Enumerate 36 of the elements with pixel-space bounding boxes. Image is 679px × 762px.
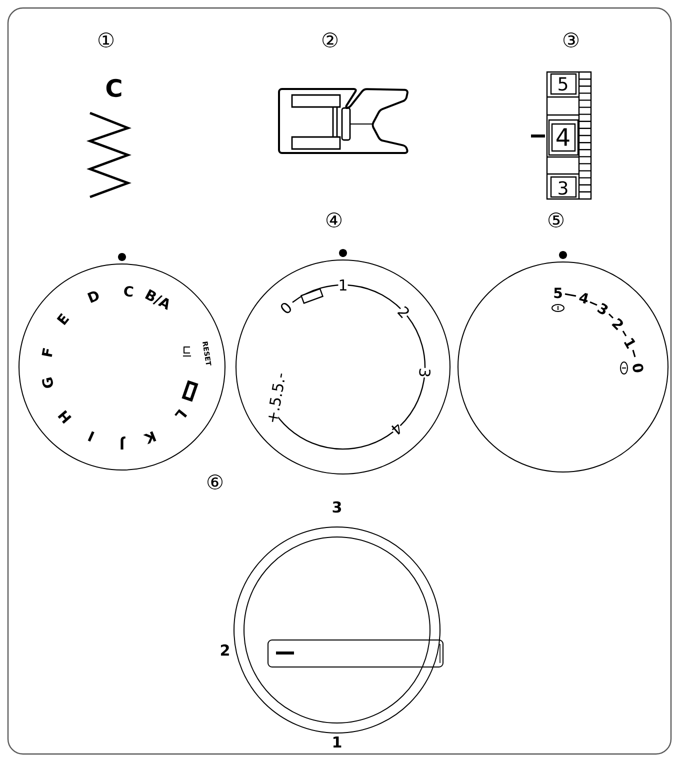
scale-number: 3 <box>557 181 569 195</box>
dial-letter: H <box>56 409 72 425</box>
dial-letter: J <box>119 436 126 450</box>
dial-letter: E <box>56 312 70 326</box>
position-number: 1 <box>332 736 342 748</box>
callout-number: ④ <box>325 212 343 228</box>
dial-letter: C <box>123 286 134 298</box>
callout-number: ② <box>321 32 339 48</box>
dial-number: 3 <box>418 368 431 378</box>
callout-number: ① <box>97 32 115 48</box>
dial-number: 0 <box>278 300 294 316</box>
position-number: 3 <box>332 501 342 513</box>
dial-number: 0 <box>632 362 644 374</box>
dial-letter: D <box>86 290 101 304</box>
dial-number: 2 <box>396 304 412 320</box>
dial-number: 5 <box>553 288 563 298</box>
scale-number: 4 <box>555 128 571 146</box>
position-number: 2 <box>220 644 230 656</box>
dial-number: 1 <box>623 336 637 350</box>
callout-number: ③ <box>562 32 580 48</box>
scale-number: 5 <box>557 77 569 91</box>
dial-number: 2 <box>610 316 626 332</box>
callout-number: ⑤ <box>547 212 565 228</box>
dial-letter: I <box>86 430 96 442</box>
dial-letter: L <box>174 408 188 422</box>
dial-number: 1 <box>338 280 348 290</box>
stitch-letter: C <box>105 78 123 98</box>
dial-letter: G <box>41 376 54 390</box>
dial-number: 4 <box>578 292 590 304</box>
dial-letter: B/A <box>143 288 172 312</box>
dial-letter: K <box>143 430 158 444</box>
dial-number: +.5.5.- <box>266 372 286 424</box>
dial-number: 3 <box>596 302 610 316</box>
dial-number: 4 <box>390 422 404 436</box>
callout-number: ⑥ <box>206 474 224 490</box>
dial-letter: F <box>41 346 54 358</box>
